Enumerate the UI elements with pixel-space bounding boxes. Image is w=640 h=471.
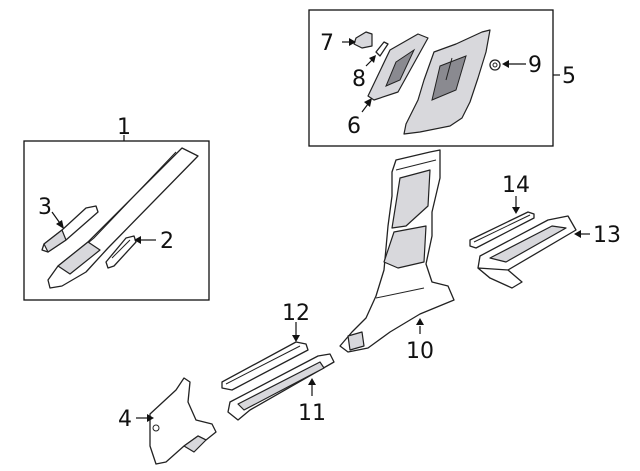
leader-8 bbox=[365, 59, 373, 67]
fastener-nut bbox=[489, 59, 501, 71]
callout-3: 3 bbox=[38, 195, 52, 220]
a-pillar-trim bbox=[47, 147, 199, 289]
front-sill-plate bbox=[227, 353, 335, 421]
kick-panel-trim bbox=[149, 377, 217, 465]
callout-13: 13 bbox=[593, 223, 621, 248]
pillar-clip bbox=[353, 31, 373, 49]
b-pillar-upper-trim bbox=[403, 29, 491, 135]
group-box-b-pillar-upper bbox=[308, 9, 554, 147]
callout-10: 10 bbox=[406, 339, 434, 364]
group-box-a-pillar bbox=[23, 140, 210, 301]
callout-14: 14 bbox=[502, 173, 530, 198]
leader-lines bbox=[51, 38, 590, 422]
a-pillar-clip-strip bbox=[105, 235, 137, 269]
callout-12: 12 bbox=[282, 301, 310, 326]
b-pillar-lower-trim bbox=[339, 149, 455, 353]
callout-9: 9 bbox=[528, 53, 542, 78]
rear-sill-plate bbox=[477, 215, 577, 289]
callout-4: 4 bbox=[118, 407, 132, 432]
callout-2: 2 bbox=[160, 229, 174, 254]
callout-5: 5 bbox=[562, 64, 576, 89]
leader-6 bbox=[361, 103, 369, 113]
callout-6: 6 bbox=[347, 114, 361, 139]
seat-belt-guide-cover bbox=[367, 33, 429, 101]
trim-cover bbox=[375, 41, 389, 57]
callout-7: 7 bbox=[320, 31, 334, 56]
callout-1: 1 bbox=[117, 115, 131, 140]
a-pillar-bracket bbox=[41, 205, 99, 253]
callout-11: 11 bbox=[298, 401, 326, 426]
callout-8: 8 bbox=[352, 67, 366, 92]
rear-scuff-strip bbox=[469, 211, 535, 249]
